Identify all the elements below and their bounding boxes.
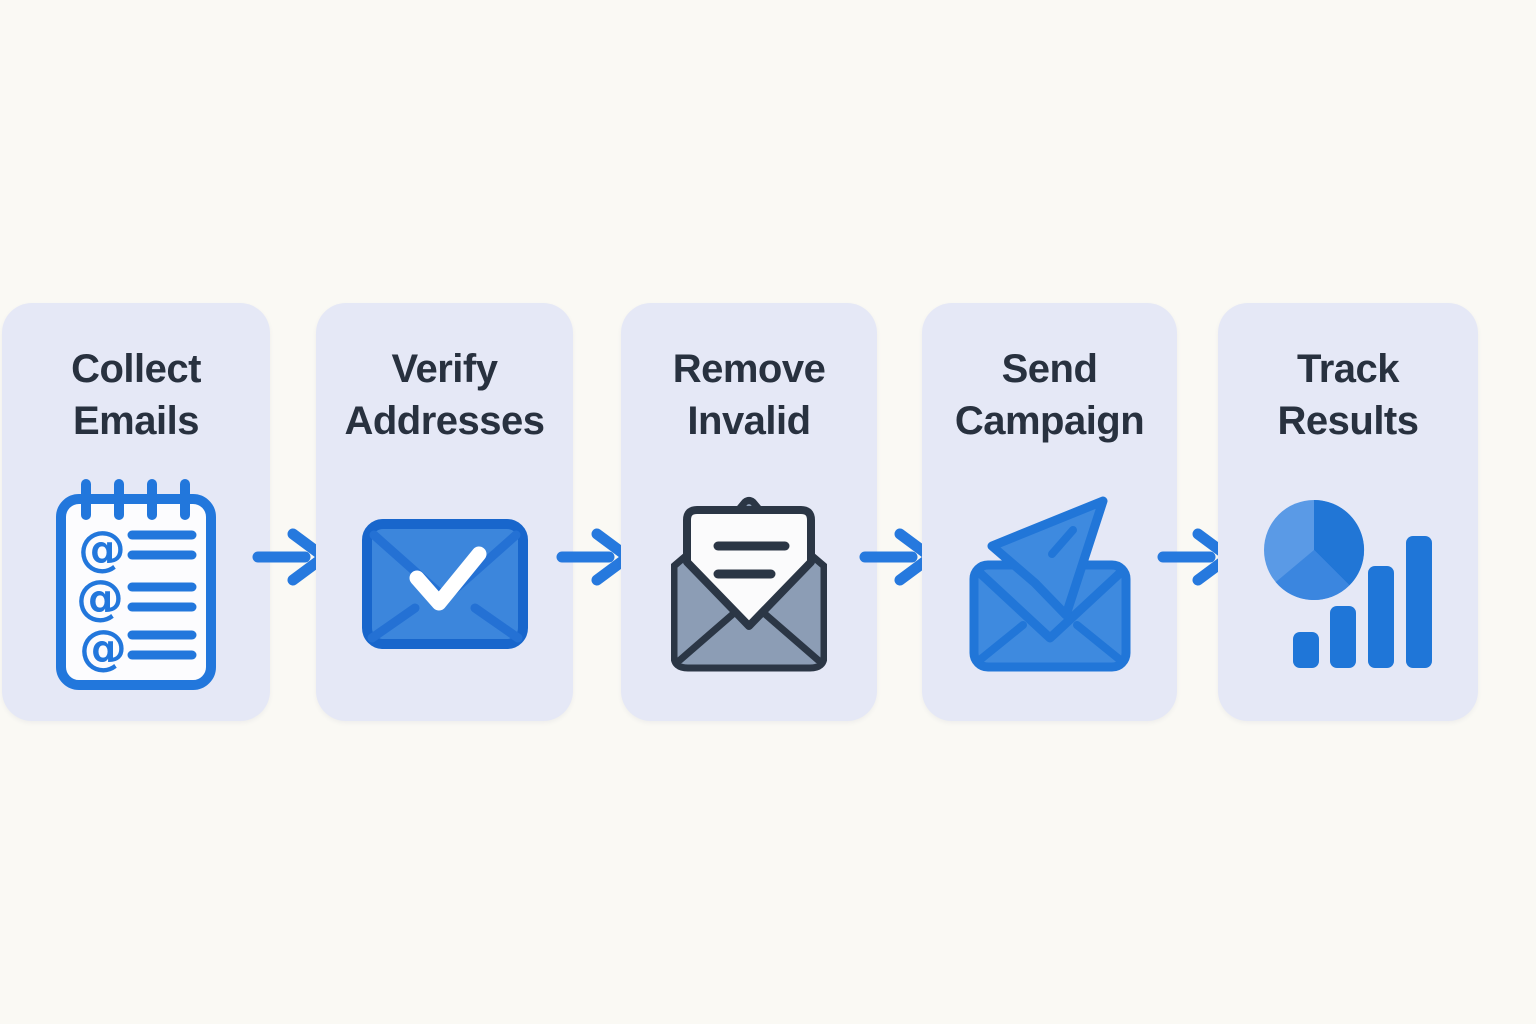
- envelope-paper-plane-icon: [969, 496, 1130, 672]
- step-card-verify-addresses: Verify Addresses: [316, 303, 573, 721]
- step-card-track-results: Track Results: [1218, 303, 1478, 721]
- at-glyph: @: [76, 570, 124, 626]
- step-title-line2: Campaign: [954, 399, 1145, 443]
- step-title-line2: Addresses: [344, 399, 545, 443]
- icon-area: [1218, 447, 1478, 721]
- step-title: Remove Invalid: [673, 343, 826, 447]
- at-glyph: @: [78, 521, 126, 577]
- icon-area: [922, 447, 1177, 721]
- step-title-line2: Emails: [73, 399, 199, 443]
- step-title-line2: Results: [1277, 399, 1420, 443]
- at-glyph: @: [79, 620, 127, 676]
- open-envelope-letter-icon: [671, 497, 827, 672]
- step-title-line1: Remove: [672, 347, 826, 391]
- step-card-send-campaign: Send Campaign: [922, 303, 1177, 721]
- pie-and-bar-chart-icon: [1264, 499, 1432, 668]
- icon-area: @ @ @: [2, 447, 270, 721]
- step-title-line1: Send: [1001, 347, 1098, 391]
- step-title-line1: Collect: [71, 347, 201, 391]
- step-title-line2: Invalid: [687, 399, 811, 443]
- step-title: Collect Emails: [71, 343, 201, 447]
- envelope-check-icon: [361, 519, 528, 649]
- step-title: Send Campaign: [954, 343, 1145, 447]
- notepad-emails-icon: @ @ @: [56, 478, 216, 690]
- step-title: Track Results: [1277, 343, 1420, 447]
- step-card-collect-emails: Collect Emails @ @ @: [2, 303, 270, 721]
- step-title-line1: Verify: [391, 347, 498, 391]
- step-title-line1: Track: [1296, 347, 1400, 391]
- icon-area: [316, 447, 573, 721]
- step-card-remove-invalid: Remove Invalid: [621, 303, 877, 721]
- icon-area: [621, 447, 877, 721]
- step-title: Verify Addresses: [344, 343, 545, 447]
